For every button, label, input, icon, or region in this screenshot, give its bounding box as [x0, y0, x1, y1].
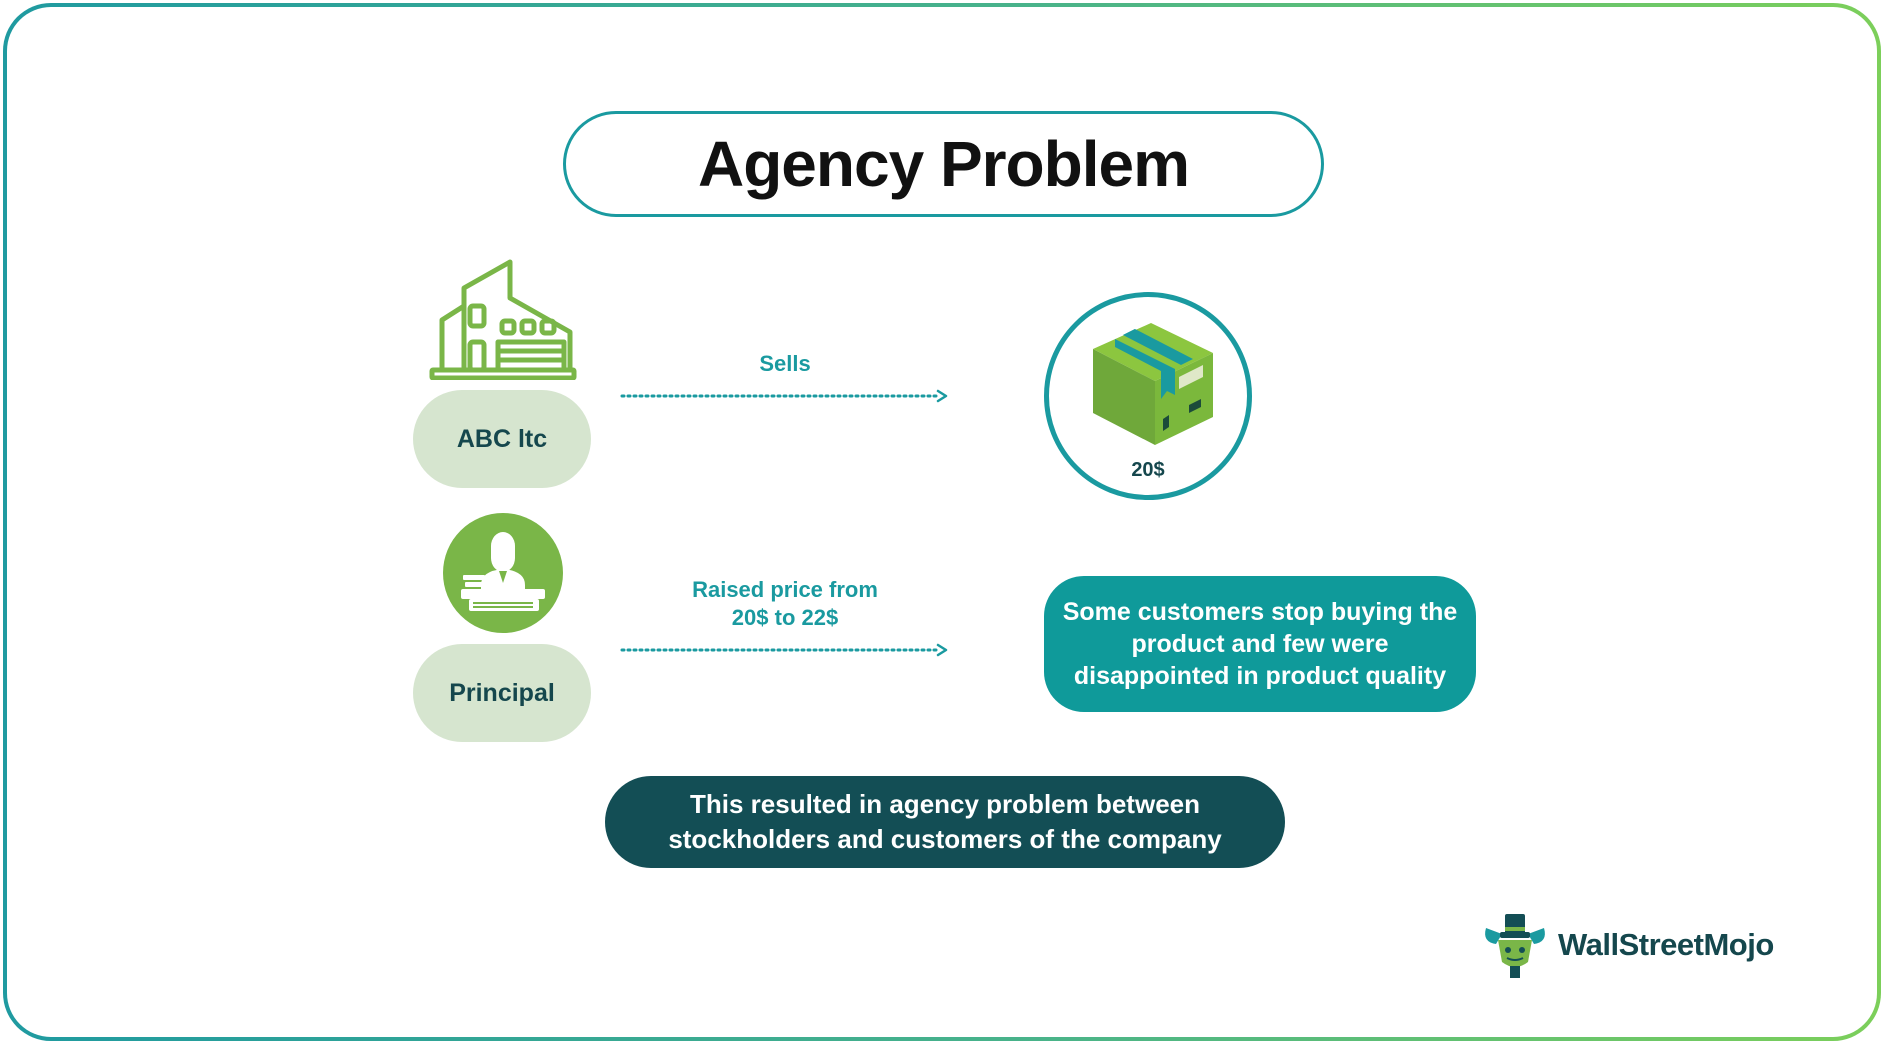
raised-price-arrow: [620, 643, 948, 657]
principal-icon: [443, 513, 563, 633]
raised-price-line1: Raised price from: [692, 577, 878, 602]
summary-box: This resulted in agency problem between …: [605, 776, 1285, 868]
raised-price-line2: 20$ to 22$: [731, 605, 839, 630]
building-icon: [429, 259, 577, 380]
summary-line1: This resulted in agency problem between: [689, 789, 1200, 819]
summary-line2: stockholders and customers of the compan…: [668, 824, 1222, 854]
company-node: ABC ltc: [413, 390, 591, 488]
raised-price-label: Raised price from 20$ to 22$: [620, 576, 950, 632]
price-label: 20$: [1131, 459, 1165, 481]
sells-arrow: [620, 389, 948, 403]
principal-node: Principal: [413, 644, 591, 742]
title-box: Agency Problem: [563, 111, 1324, 217]
company-label: ABC ltc: [456, 424, 548, 453]
principal-label: Principal: [449, 678, 555, 707]
box-icon: [1093, 323, 1213, 445]
brand-name: WallStreetMojo: [1558, 927, 1774, 962]
sells-label: Sells: [759, 351, 811, 376]
page-title: Agency Problem: [697, 128, 1190, 200]
mascot-logo-icon: [1485, 914, 1545, 978]
product-circle: 20$: [1044, 292, 1252, 500]
brand-logo: WallStreetMojo: [1480, 910, 1774, 980]
result-box: Some customers stop buying the product a…: [1044, 576, 1476, 712]
